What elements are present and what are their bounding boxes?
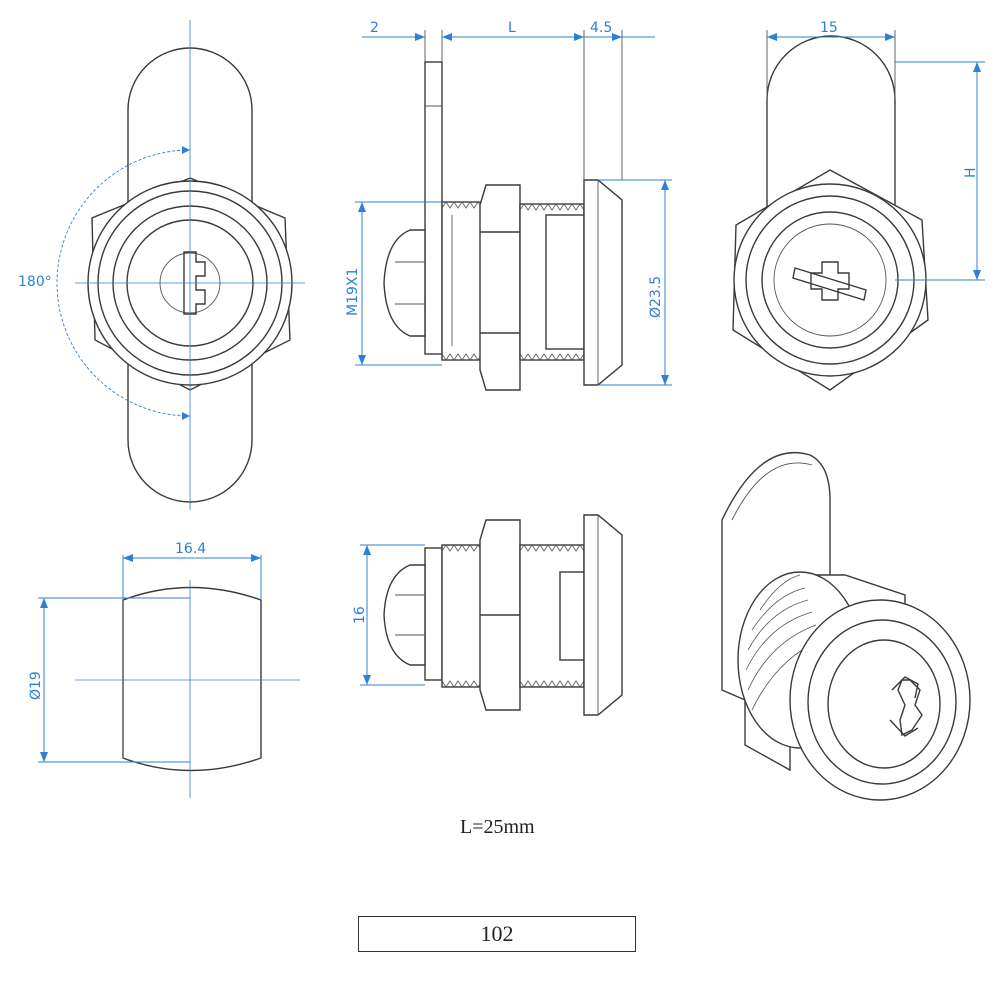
lower-side-view [360, 514, 623, 716]
cam-hole-diameter-label: Ø19 [28, 671, 44, 700]
cap-diameter-label: Ø23.5 [648, 276, 664, 318]
cam-flat-width-label: 16.4 [175, 541, 206, 557]
cam-width-label: 15 [820, 20, 838, 36]
flat-height-label: 16 [352, 606, 368, 624]
thread-spec-label: M19X1 [345, 268, 361, 316]
side-view [355, 30, 672, 391]
rear-view [732, 30, 985, 391]
flange-thickness-label: 2 [370, 20, 379, 36]
front-view [56, 20, 305, 510]
cap-thickness-label: 4.5 [590, 20, 612, 36]
part-number: 102 [480, 921, 514, 946]
length-label: L [508, 20, 516, 36]
angle-label: 180° [18, 274, 52, 290]
part-number-box: 102 [358, 916, 636, 952]
cam-detail-view [38, 554, 300, 798]
length-note: L=25mm [460, 816, 535, 838]
isometric-view [721, 451, 971, 801]
height-label: H [963, 167, 979, 178]
